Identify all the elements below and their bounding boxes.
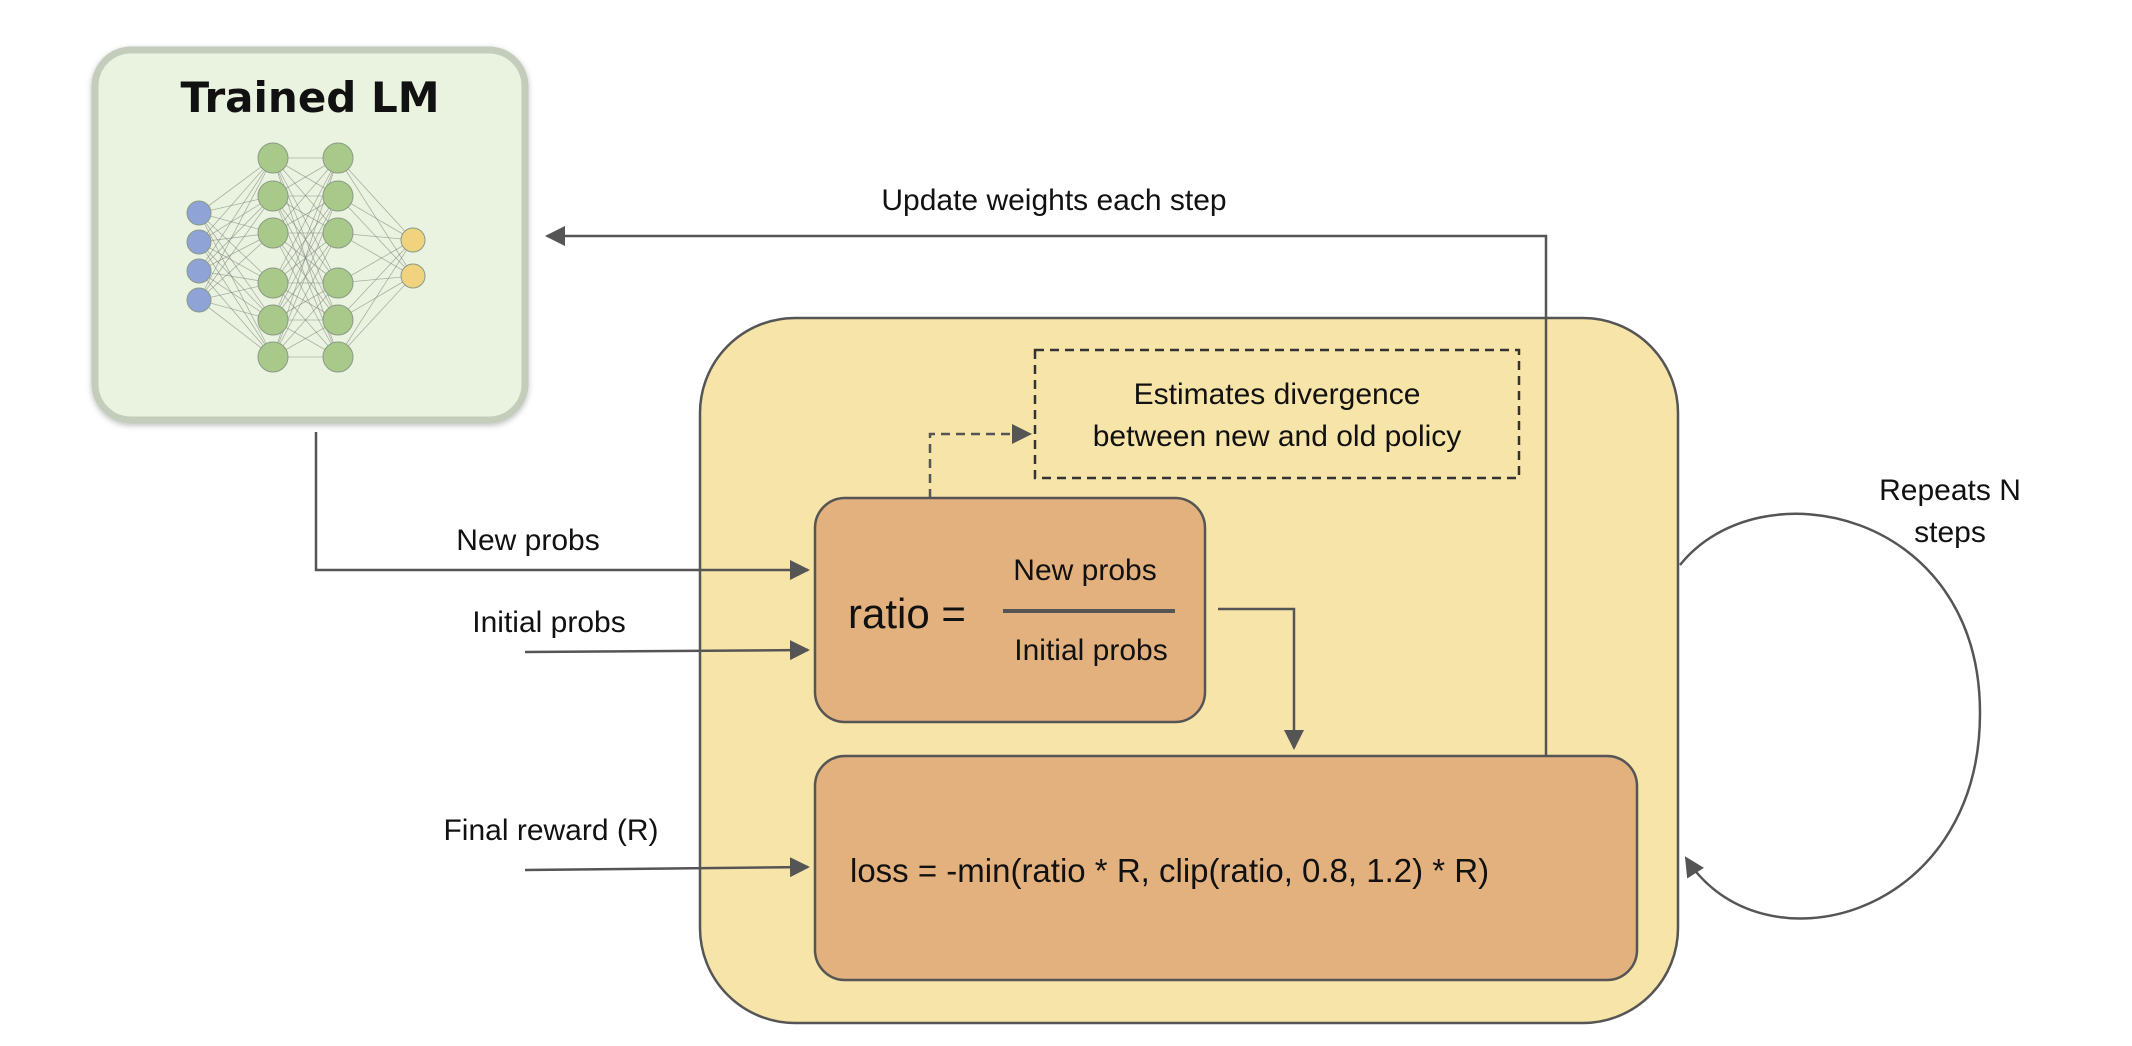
network-node [400, 227, 426, 253]
network-connection [198, 241, 274, 358]
ratio-box: ratio = New probs Initial probs [813, 496, 1207, 724]
network-connection [198, 299, 274, 358]
initial-probs-label: Initial probs [472, 606, 625, 639]
network-node [257, 142, 289, 174]
final-reward-label: Final reward (R) [443, 814, 658, 847]
trained-lm-box: Trained LM [91, 46, 529, 424]
network-node [186, 258, 212, 284]
trained-lm-title: Trained LM [180, 73, 439, 122]
loss-box-frame [813, 754, 1639, 982]
network-node [257, 267, 289, 299]
network-node [322, 142, 354, 174]
repeat-loop-arrow [1679, 512, 1982, 920]
network-connection [272, 282, 339, 358]
divergence-note-frame [1033, 348, 1521, 480]
network-connection [198, 270, 274, 358]
loss-formula: loss = -min(ratio * R, clip(ratio, 0.8, … [850, 852, 1489, 889]
network-node [257, 304, 289, 336]
network-connection [198, 195, 274, 272]
update-weights-label: Update weights each step [881, 184, 1226, 217]
network-node [322, 341, 354, 373]
network-connection [198, 232, 274, 301]
repeats-label-line2: steps [1914, 516, 1986, 549]
network-node [322, 267, 354, 299]
ratio-lhs: ratio = [848, 590, 966, 637]
network-node [257, 341, 289, 373]
divergence-note-line1: Estimates divergence [1134, 378, 1421, 411]
new-probs-arrow [314, 432, 810, 580]
network-connection [272, 157, 339, 284]
network-connection [272, 232, 339, 358]
repeats-label-line1: Repeats N [1879, 474, 2021, 507]
divergence-note-box: Estimates divergence between new and old… [1033, 348, 1521, 480]
network-connection [198, 212, 274, 358]
network-node [186, 200, 212, 226]
final-reward-arrow [524, 857, 810, 878]
network-connection [337, 275, 414, 358]
network-node [400, 263, 426, 289]
ratio-numerator: New probs [1013, 554, 1156, 587]
network-node [186, 229, 212, 255]
network-connection [337, 239, 414, 358]
network-connection [198, 157, 274, 272]
network-connection [272, 157, 339, 234]
network-node [322, 304, 354, 336]
network-connection [337, 239, 414, 321]
network-node [257, 217, 289, 249]
network-node [322, 217, 354, 249]
new-probs-label: New probs [456, 524, 599, 557]
update-weights-arrow [545, 226, 1548, 756]
loss-box: loss = -min(ratio * R, clip(ratio, 0.8, … [813, 754, 1639, 982]
network-node [186, 287, 212, 313]
network-node [257, 180, 289, 212]
network-connection [337, 157, 414, 277]
trained-lm-frame [91, 46, 529, 424]
divergence-note-line2: between new and old policy [1093, 420, 1462, 453]
ratio-to-loss-arrow [1218, 607, 1304, 750]
network-connection [337, 195, 414, 277]
network-connection [198, 195, 274, 301]
network-connection [198, 241, 274, 321]
initial-probs-arrow [524, 640, 810, 661]
network-node [322, 180, 354, 212]
neural-network-icon [186, 142, 426, 373]
network-connection [198, 157, 274, 301]
ratio-denominator: Initial probs [1014, 634, 1167, 667]
ratio-to-divergence-dashed-arrow [928, 424, 1032, 498]
network-connection [337, 157, 414, 241]
network-connection [198, 157, 274, 243]
